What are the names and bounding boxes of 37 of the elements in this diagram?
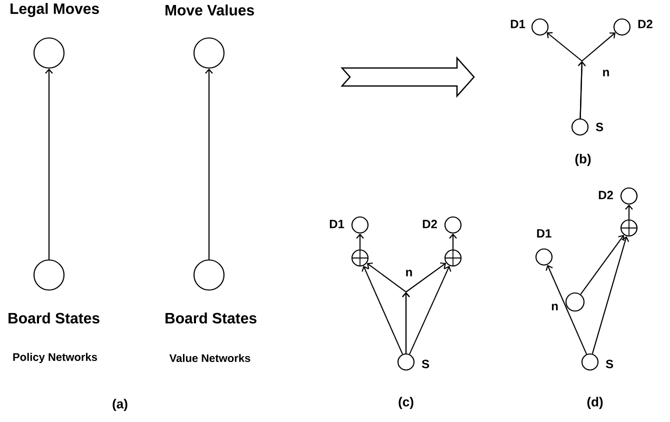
node-label: Legal Moves: [10, 2, 99, 18]
arrow: [625, 204, 633, 220]
node-label: n: [552, 304, 558, 310]
panel-caption: (c): [398, 396, 414, 410]
node-label: D1: [330, 220, 344, 228]
node-label: Board States: [166, 312, 256, 324]
arrow: [205, 68, 213, 260]
arrow: [592, 236, 630, 354]
arrow: [356, 234, 364, 250]
network-label: Policy Networks: [13, 352, 98, 364]
panel-caption: (a): [112, 398, 128, 412]
arrow: [362, 266, 404, 354]
arrow: [580, 234, 624, 295]
arrow: [402, 262, 446, 354]
panel-caption: (b): [575, 154, 591, 166]
sum-node: [351, 249, 369, 267]
node-label: S: [596, 122, 604, 132]
node-label: S: [606, 360, 614, 368]
arrow: [45, 68, 53, 260]
sum-node: [444, 249, 462, 267]
node-label: Board States: [8, 312, 100, 324]
arrow: [409, 266, 452, 354]
edge-label: n: [404, 268, 414, 278]
node-label: D2: [598, 190, 613, 200]
node-label: D1: [510, 20, 526, 28]
node-label: D1: [537, 229, 552, 238]
arrow: [578, 32, 616, 118]
node-label: S: [422, 360, 430, 368]
arrow: [546, 264, 588, 354]
arrow: [449, 234, 457, 250]
node-label: Move Values: [166, 4, 254, 16]
edge-label: n: [601, 68, 611, 78]
node-label: D2: [638, 20, 652, 28]
sum-node: [620, 219, 638, 237]
panel-caption: (d): [587, 396, 603, 410]
network-label: Value Networks: [169, 354, 250, 362]
node-label: D2: [422, 220, 437, 228]
